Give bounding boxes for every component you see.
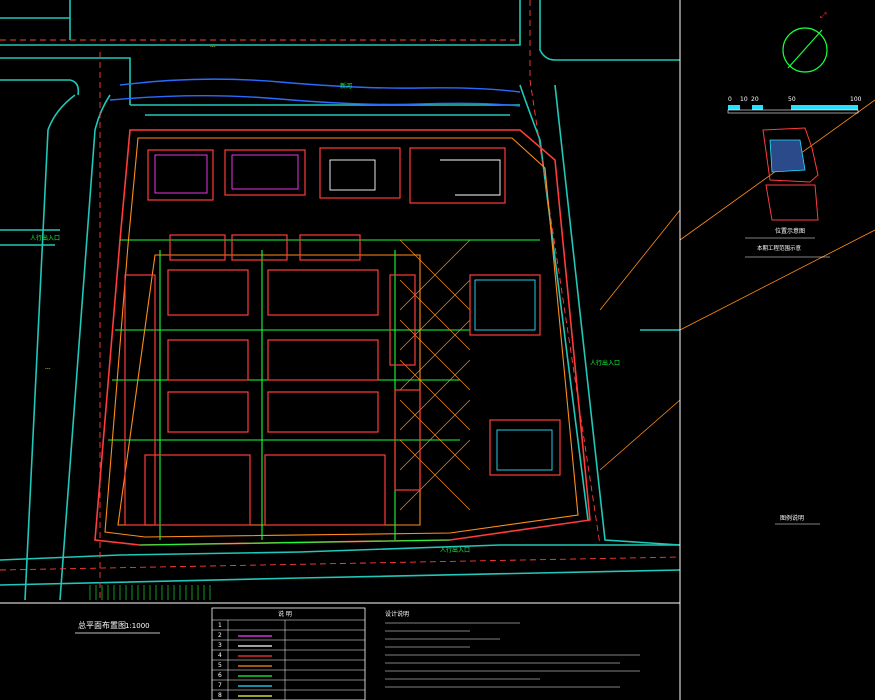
legend-heading: 说 明 [278, 610, 292, 618]
svg-text:---: --- [210, 44, 216, 50]
legend-number: 1 [218, 622, 222, 629]
diagonal-plaza [399, 239, 471, 511]
legend-number: 2 [218, 632, 222, 639]
building-interiors [154, 154, 553, 471]
legend-number: 8 [218, 692, 222, 699]
key-plan-subcaption: 本期工程范围示意 [757, 244, 802, 252]
landscape-ring [104, 137, 579, 538]
svg-text:---: --- [435, 38, 441, 44]
drawing-title: 总平面布置图 [78, 620, 126, 630]
legend-rows [212, 619, 365, 700]
legend-number: 4 [218, 652, 222, 659]
right-panel-sign: 图例说明 [780, 514, 804, 522]
scale-tick-label: 0 [728, 96, 732, 103]
key-plan: 位置示意图 本期工程范围示意 [745, 127, 830, 258]
scale-tick-label: 50 [788, 96, 796, 103]
label-entrance-right: 人行出入口 [590, 359, 620, 367]
river [109, 78, 521, 107]
scale-tick-label: 100 [850, 96, 862, 103]
scale-tick-label: 20 [751, 96, 759, 103]
legend-number: 3 [218, 642, 222, 649]
legend-number: 7 [218, 682, 222, 689]
title-block: 总平面布置图 1:1000 说 明 1 2 3 4 5 6 7 8 [75, 607, 640, 700]
legend-number: 6 [218, 672, 222, 679]
svg-text:---: --- [45, 366, 51, 372]
parking-strip [89, 585, 211, 600]
legend-numbers: 1 2 3 4 5 6 7 8 [218, 622, 222, 699]
legend-table [211, 607, 366, 700]
annotation-marks: --- --- --- [45, 38, 441, 372]
building-blocks [124, 147, 561, 526]
legend-number: 5 [218, 662, 222, 669]
label-river: 新河 [340, 82, 352, 90]
notes-lines [385, 622, 640, 688]
label-entrance-bottom: 人行出入口 [440, 546, 470, 554]
legend-swatches [238, 635, 272, 697]
svg-text:⤢: ⤢ [819, 11, 826, 20]
key-plan-caption: 位置示意图 [775, 227, 805, 235]
label-entrance-left: 人行出入口 [30, 234, 60, 242]
drawing-scale: 1:1000 [125, 622, 150, 630]
scale-tick-label: 10 [740, 96, 748, 103]
north-arrow-icon: ⤢ [782, 11, 828, 73]
notes-heading: 设计说明 [385, 610, 409, 618]
